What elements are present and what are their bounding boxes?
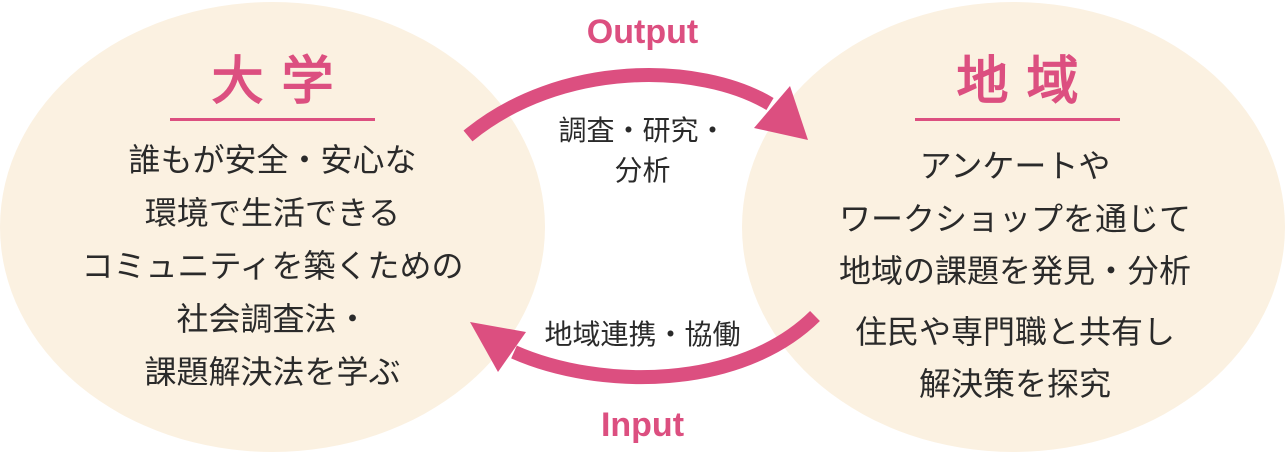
community-text-line-3: 地域の課題を発見・分析 [838,252,1191,290]
university-text-line-1: 誰もが安全・安心な [128,141,417,179]
output-arrowhead [754,86,808,140]
community-text-line-2: ワークショップを通じて [838,200,1191,238]
output-label: Output [586,13,699,51]
university-heading: 大学 [211,52,352,112]
university-text-line-4: 社会調査法・ [176,300,369,338]
community-circle [742,2,1285,452]
university-text-line-3: コミュニティを築くための [81,247,464,285]
community-heading-underline [915,118,1120,121]
community-heading: 地域 [956,52,1097,112]
university-text-line-2: 環境で生活できる [144,194,401,232]
input-arrowhead [470,322,526,372]
output-text-line-2: 分析 [614,154,671,187]
university-text-line-5: 課題解決法を学ぶ [144,353,401,391]
community-text-line-1: アンケートや [919,147,1111,185]
university-circle [0,2,545,452]
community-text-line-5: 解決策を探究 [918,365,1111,403]
input-text-line-1: 地域連携・協働 [544,318,741,351]
input-arrow-curve [511,311,820,385]
output-text-line-1: 調査・研究・ [558,114,727,147]
input-label: Input [600,406,685,444]
university-heading-underline [170,118,375,121]
community-text-line-4: 住民や専門職と共有し [854,313,1175,351]
output-arrow-curve [463,68,774,142]
